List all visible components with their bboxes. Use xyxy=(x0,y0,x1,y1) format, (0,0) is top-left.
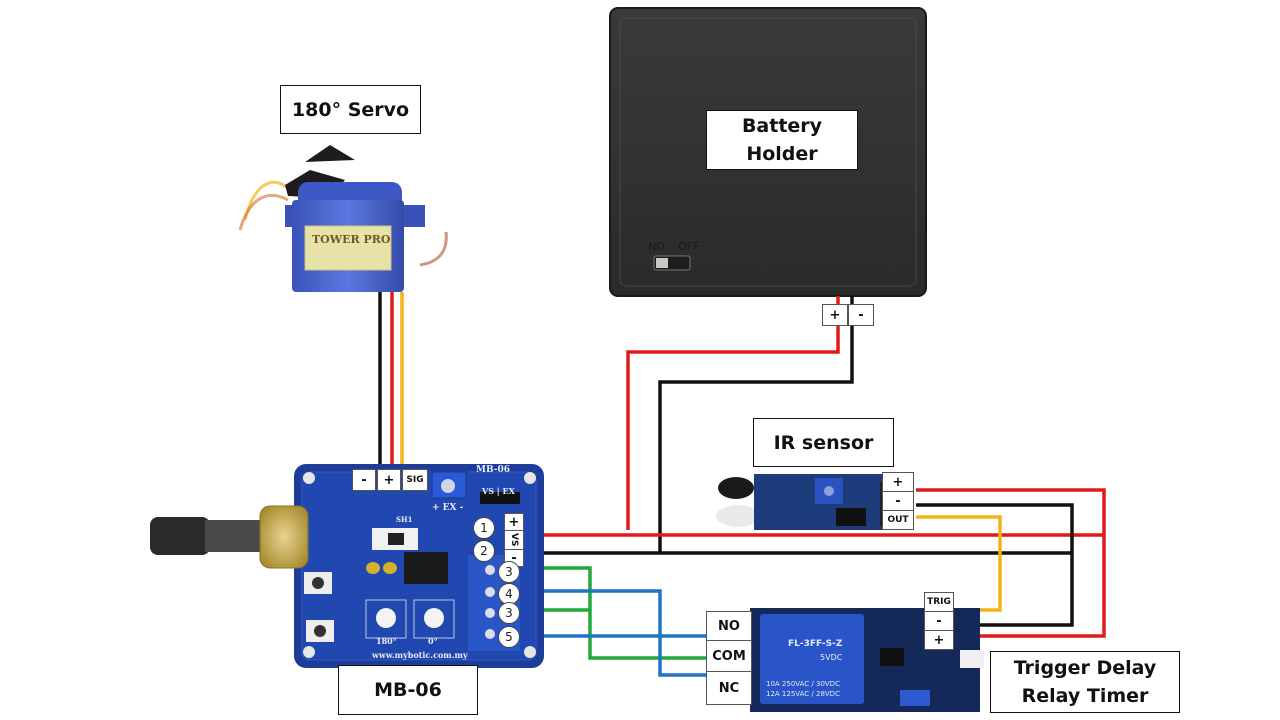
battery-terminal-negative: - xyxy=(848,304,874,326)
relay-signal-wires xyxy=(515,566,706,677)
relay-rating-2: 12A 125VAC / 28VDC xyxy=(766,690,840,698)
mb06-trim-0: 0° xyxy=(428,636,438,646)
mb06-point-1: 1 xyxy=(473,517,495,539)
mb06-label: MB-06 xyxy=(338,665,478,715)
relay-pin-trig: TRIG xyxy=(924,592,954,612)
potentiometer-knob[interactable] xyxy=(150,505,309,569)
relay-rating-1: 10A 250VAC / 30VDC xyxy=(766,680,840,688)
mb06-board-title: MB-06 xyxy=(476,465,510,475)
mb06-point-5: 5 xyxy=(498,626,520,648)
mb06-switch-id: SH1 xyxy=(396,515,413,524)
ir-sensor-label: IR sensor xyxy=(753,418,894,467)
relay-contact-com: COM xyxy=(706,640,752,672)
main-bus-wires xyxy=(520,488,1106,638)
mb06-jumper-label: VS | EX xyxy=(482,486,515,496)
ir-sensor-module xyxy=(716,474,886,530)
servo-motor: TOWER PRO xyxy=(238,145,448,292)
battery-switch-label-on: NO xyxy=(648,240,665,253)
mb06-servo-pin-negative: - xyxy=(352,469,376,491)
relay-pin-negative: - xyxy=(924,611,954,631)
servo-label: 180° Servo xyxy=(280,85,421,134)
mb06-trim-180: 180° xyxy=(376,636,397,646)
ir-pin-negative: - xyxy=(882,491,914,511)
mb06-vs-label: VS xyxy=(504,530,524,550)
relay-model: FL-3FF-S-Z xyxy=(788,639,843,649)
battery-switch-label-off: OFF xyxy=(678,240,699,253)
mb06-point-3a: 3 xyxy=(498,561,520,583)
relay-timer-label: Trigger Delay Relay Timer xyxy=(990,651,1180,713)
mb06-servo-pin-positive: + xyxy=(377,469,401,491)
relay-contact-no: NO xyxy=(706,611,752,641)
ir-pin-positive: + xyxy=(882,472,914,492)
servo-brand: TOWER PRO xyxy=(312,233,391,246)
battery-terminal-positive: + xyxy=(822,304,848,326)
battery-holder-label: Battery Holder xyxy=(706,110,858,170)
mb06-point-2: 2 xyxy=(473,540,495,562)
relay-pin-positive: + xyxy=(924,630,954,650)
mb06-point-3b: 3 xyxy=(498,602,520,624)
mb06-website: www.mybotic.com.my xyxy=(372,650,468,660)
mb06-vs-positive: + xyxy=(504,513,524,531)
relay-contact-nc: NC xyxy=(706,671,752,705)
ir-pin-out: OUT xyxy=(882,510,914,530)
servo-wires xyxy=(378,292,404,470)
mb06-ex-label: + EX - xyxy=(432,503,464,513)
mb06-servo-pin-signal: SIG xyxy=(402,469,428,491)
relay-voltage: 5VDC xyxy=(820,653,843,662)
